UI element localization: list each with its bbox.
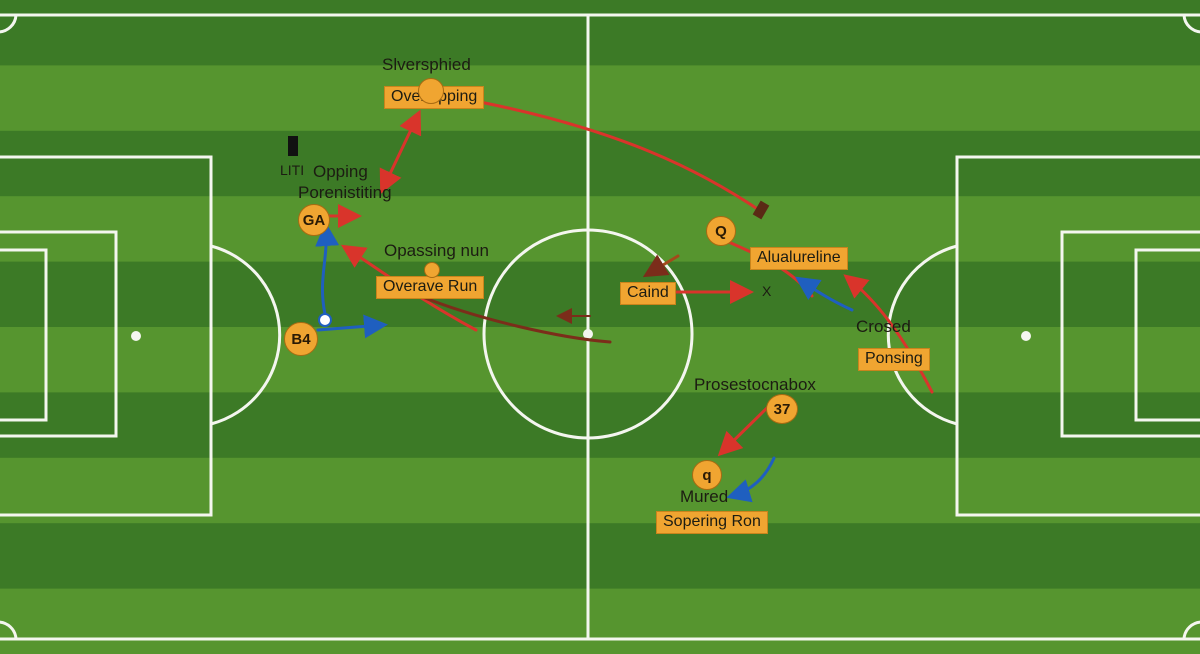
grass-stripe xyxy=(0,0,1200,67)
player-ga-disc[interactable]: GA xyxy=(298,204,330,236)
grass-stripe xyxy=(0,457,1200,525)
left-goal xyxy=(0,248,48,422)
overlap-top-disc xyxy=(418,78,444,104)
overave-run-tag: Overave Run xyxy=(376,276,485,299)
grass-stripe xyxy=(0,392,1200,459)
opassing-run-label: Opassing nun xyxy=(384,241,489,260)
left-penalty-arc xyxy=(210,244,282,426)
player-b4-disc[interactable]: B4 xyxy=(284,322,318,356)
overlap-short-arrow xyxy=(379,109,422,195)
corner-arc-top-left xyxy=(0,14,18,34)
left-goal-area xyxy=(0,230,118,438)
mured-blue-arrow xyxy=(726,456,776,503)
player-q-bottom-disc[interactable]: q xyxy=(692,460,722,490)
overlap-long-run-arrow xyxy=(478,100,764,214)
lit-mark-label: LITI xyxy=(280,162,305,178)
right-penalty-box xyxy=(955,155,1200,517)
left-penalty-box xyxy=(0,155,213,517)
grass-stripe xyxy=(0,327,1200,394)
grass-stripe xyxy=(0,523,1200,590)
left-penalty-spot xyxy=(131,331,141,341)
player-q-right-disc[interactable]: Q xyxy=(706,216,736,246)
mured-label: Mured xyxy=(680,487,729,506)
porenistiting-label: Porenistiting xyxy=(298,183,392,202)
alualureline-tag: Alualureline xyxy=(750,247,848,270)
marker-top-right-icon xyxy=(752,200,770,220)
right-goal xyxy=(1134,248,1200,422)
opassing-small-disc xyxy=(424,262,440,278)
right-goal-area xyxy=(1060,230,1200,438)
right-penalty-arc xyxy=(886,244,958,426)
corner-arc-bottom-left xyxy=(0,620,18,640)
blue-support-arrow xyxy=(795,276,854,312)
center-spot xyxy=(583,329,593,339)
sopering-ron-tag: Sopering Ron xyxy=(656,511,768,534)
caind-back-arrow xyxy=(642,254,680,278)
x-mark-label: X xyxy=(762,283,772,299)
prose-down-arrow xyxy=(717,403,772,457)
top-note-label: Slversphied xyxy=(382,55,471,74)
player-37-disc[interactable]: 37 xyxy=(766,394,798,424)
grass-stripe xyxy=(0,65,1200,132)
grass-stripe xyxy=(0,588,1200,654)
right-penalty-spot xyxy=(1021,331,1031,341)
crossed-run-arrow xyxy=(843,274,934,394)
grass-stripe xyxy=(0,130,1200,198)
pitch-boundary xyxy=(0,13,1200,641)
center-circle xyxy=(482,228,694,440)
crossed-label: Crosed xyxy=(856,317,911,336)
grass-stripe xyxy=(0,261,1200,328)
prosestocnabox-label: Prosestocnabox xyxy=(694,375,816,394)
flag-marker-icon xyxy=(288,136,298,156)
caind-tag: Caind xyxy=(620,282,676,305)
b4-ball-icon xyxy=(318,313,332,327)
b4-blue-arrow xyxy=(316,314,388,339)
ga-to-b4-blue-arrow xyxy=(315,222,340,316)
opping-label: Opping xyxy=(313,162,368,181)
ponsing-tag: Ponsing xyxy=(858,348,930,371)
long-diagonal-run xyxy=(418,294,612,344)
